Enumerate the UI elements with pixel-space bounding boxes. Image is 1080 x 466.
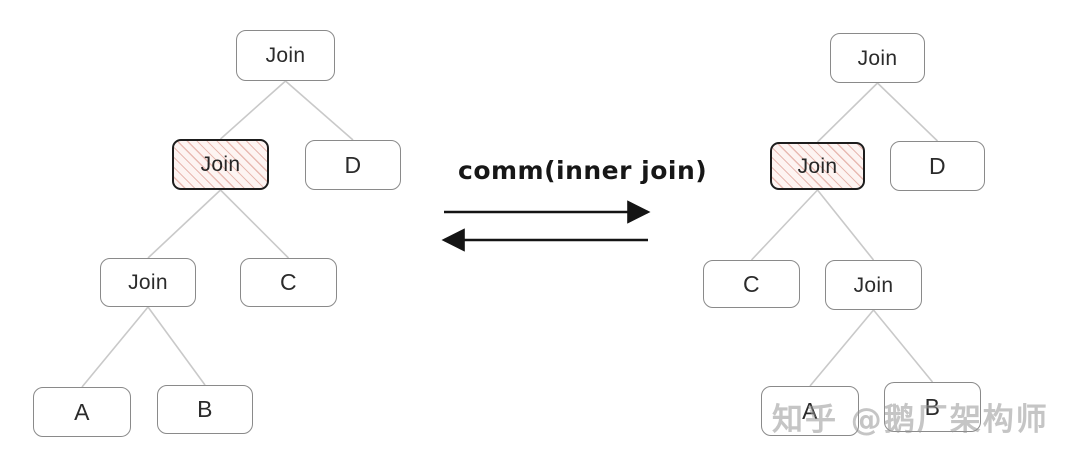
tree-node-label: Join bbox=[200, 153, 241, 176]
tree-node-label: Join bbox=[853, 273, 894, 297]
tree-node-label: D bbox=[344, 151, 362, 178]
tree-node-label: C bbox=[743, 270, 760, 297]
transform-arrow-group bbox=[441, 200, 651, 252]
tree-edge-l-join2-l-c bbox=[219, 189, 290, 259]
tree-node-l-b[interactable]: B bbox=[157, 385, 253, 434]
transform-label: comm(inner join) bbox=[458, 156, 708, 185]
tree-node-r-join2[interactable]: Join bbox=[770, 142, 865, 190]
tree-node-label: Join bbox=[797, 154, 838, 178]
tree-node-l-a[interactable]: A bbox=[33, 387, 131, 437]
tree-node-r-b[interactable]: B bbox=[884, 382, 981, 432]
tree-node-label: A bbox=[74, 398, 90, 425]
tree-node-l-join2[interactable]: Join bbox=[172, 139, 269, 190]
tree-edge-r-root-r-d bbox=[876, 82, 939, 142]
tree-edge-l-join3-l-a bbox=[81, 306, 149, 388]
tree-node-l-c[interactable]: C bbox=[240, 258, 337, 307]
tree-node-r-d[interactable]: D bbox=[890, 141, 985, 191]
tree-edge-l-join2-l-join3 bbox=[147, 189, 222, 259]
tree-node-l-d[interactable]: D bbox=[305, 140, 401, 190]
tree-edge-r-join2-r-join3 bbox=[816, 189, 875, 261]
tree-edge-r-join3-r-b bbox=[872, 309, 934, 383]
tree-node-label: D bbox=[929, 152, 946, 179]
tree-node-label: Join bbox=[265, 44, 306, 67]
tree-edge-l-root-l-join2 bbox=[219, 80, 287, 140]
tree-edge-l-join3-l-b bbox=[147, 306, 206, 386]
tree-node-label: B bbox=[197, 396, 213, 422]
tree-node-label: Join bbox=[857, 46, 898, 70]
tree-edge-l-root-l-d bbox=[284, 80, 354, 141]
tree-node-label: C bbox=[280, 269, 297, 295]
tree-node-r-a[interactable]: A bbox=[761, 386, 859, 436]
tree-node-r-c[interactable]: C bbox=[703, 260, 800, 308]
tree-node-label: A bbox=[802, 397, 818, 424]
tree-edge-r-join3-r-a bbox=[809, 309, 875, 387]
tree-node-label: B bbox=[924, 393, 941, 420]
tree-edge-r-root-r-join2 bbox=[816, 82, 879, 143]
tree-node-l-root[interactable]: Join bbox=[236, 30, 335, 81]
tree-node-r-root[interactable]: Join bbox=[830, 33, 925, 83]
tree-node-l-join3[interactable]: Join bbox=[100, 258, 196, 307]
tree-node-label: Join bbox=[128, 271, 168, 294]
tree-edge-r-join2-r-c bbox=[750, 189, 819, 261]
tree-node-r-join3[interactable]: Join bbox=[825, 260, 922, 310]
edge-group bbox=[81, 80, 939, 388]
